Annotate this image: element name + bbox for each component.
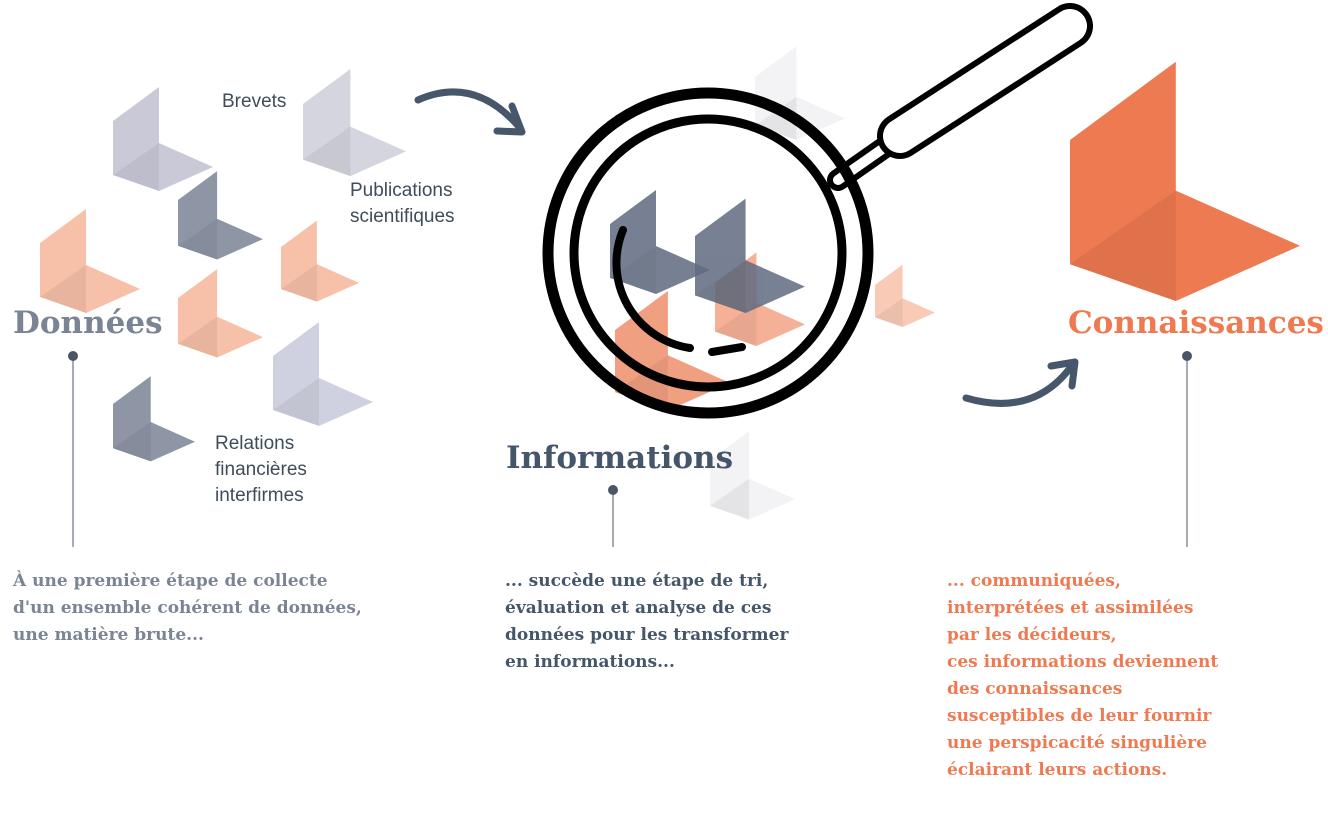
donnees-chevron-3: [178, 171, 263, 260]
informations-bg-chevron-3: [875, 264, 935, 327]
connector-connaissances: [1182, 351, 1192, 547]
stage-title-connaissances: Connaissances: [1068, 305, 1324, 341]
connector-informations: [608, 485, 618, 547]
curved-arrow-icon-1: [414, 88, 526, 136]
donnees-chevron-2: [303, 68, 406, 177]
informations-chevron-navy-2: [695, 198, 805, 313]
curved-arrow-icon-2: [962, 358, 1079, 407]
stage-title-informations: Informations: [506, 440, 734, 476]
donnees-chevron-5: [281, 220, 359, 302]
stage-title-donnees: Données: [13, 305, 163, 341]
donnees-chevron-4: [40, 209, 140, 313]
connaissances-chevron: [1070, 61, 1300, 301]
stage-description-connaissances: ... communiquées, interprétées et assimi…: [947, 571, 1219, 780]
source-label-relations: Relations financières interfirmes: [215, 433, 307, 506]
donnees-chevron-1: [113, 87, 213, 191]
donnees-chevron-6: [178, 269, 263, 358]
stage-description-informations: ... succède une étape de tri, évaluation…: [505, 571, 789, 672]
source-label-brevets: Brevets: [222, 91, 287, 112]
source-label-publications: Publications scientifiques: [350, 180, 455, 227]
stage-description-donnees: À une première étape de collecte d'un en…: [13, 571, 362, 645]
donnees-chevron-8: [113, 376, 195, 462]
connector-donnees: [68, 351, 78, 547]
magnifying-glass-icon: [542, 3, 1093, 419]
donnees-chevron-7: [273, 322, 373, 426]
